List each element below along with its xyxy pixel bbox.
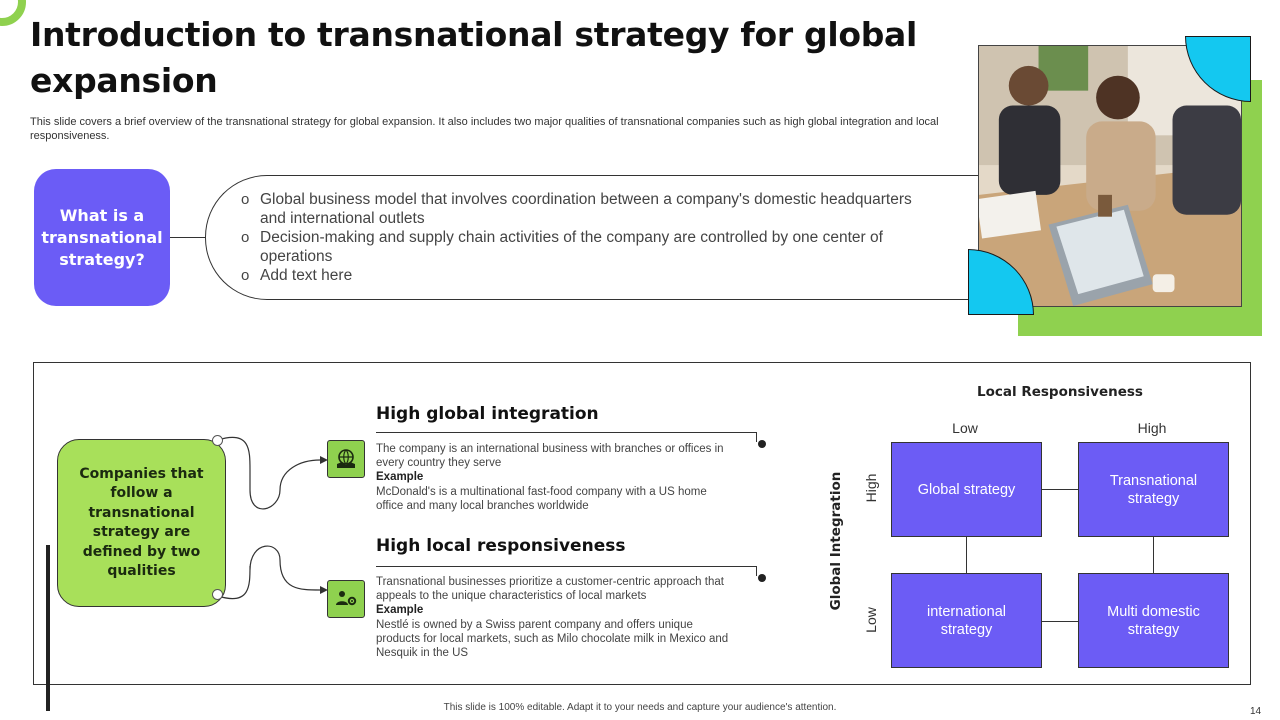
qualities-summary-label: Companies that follow a transnational st… [79,465,204,580]
matrix-cell-transnational: Transnational strategy [1078,442,1229,537]
matrix-cell-multi-domestic: Multi domestic strategy [1078,573,1229,668]
quality-title: High global integration [376,404,599,424]
quality-example-label: Example [376,604,424,617]
matrix-cell-label: Multi domestic strategy [1107,603,1200,638]
quality-divider [376,432,756,433]
slide-title: Introduction to transnational strategy f… [30,15,918,100]
connector-dot [212,435,223,446]
quality-example: Nestlé is owned by a Swiss parent compan… [376,618,729,660]
global-handshake-icon-box [327,440,365,478]
quality-divider [376,566,756,567]
quality-divider-tick [756,566,757,576]
what-is-connector [170,237,206,238]
matrix-y-low-label: Low [863,607,879,633]
matrix-cell-label: Transnational strategy [1109,472,1198,507]
matrix-cell-label: international strategy [927,603,1006,638]
matrix-cell-global: Global strategy [891,442,1042,537]
matrix-x-title: Local Responsiveness [977,384,1143,400]
definition-bullet: Add text here [240,266,940,285]
quality-description: Transnational businesses prioritize a cu… [376,576,724,603]
global-handshake-icon [337,449,355,468]
definition-list: Global business model that involves coor… [240,190,940,285]
slide-subtitle: This slide covers a brief overview of th… [30,116,939,142]
quality-divider-tick [756,432,757,442]
qualities-connector [217,436,328,600]
matrix-connector [1153,536,1154,573]
matrix-connector [1041,489,1078,490]
matrix-connector [966,536,967,573]
what-is-label: What is a transnational strategy? [41,205,163,269]
matrix-x-low-label: Low [952,420,978,436]
connector-dot [212,589,223,600]
definition-bullet: Decision-making and supply chain activit… [240,228,940,266]
matrix-connector [1041,621,1078,622]
quality-description-block: Transnational businesses prioritize a cu… [376,575,736,660]
qualities-panel [33,362,1251,685]
matrix-y-title: Global Integration [828,471,844,611]
slide-footer: This slide is 100% editable. Adapt it to… [443,702,837,713]
quality-example: McDonald's is a multinational fast-food … [376,485,707,512]
quality-example-label: Example [376,471,424,484]
matrix-y-high-label: High [863,473,879,503]
team-meeting-photo [978,45,1242,307]
meeting-photo-illustration [979,46,1241,306]
definition-bubble [205,175,1035,300]
matrix-x-high-label: High [1137,420,1167,436]
corner-arc-decoration [0,0,26,26]
quality-description-block: The company is an international business… [376,442,736,513]
people-gear-icon-box [327,580,365,618]
matrix-cell-international: international strategy [891,573,1042,668]
quality-divider-end [758,440,766,448]
page-number: 14 [1250,706,1262,717]
what-is-box: What is a transnational strategy? [34,169,170,306]
definition-bullet: Global business model that involves coor… [240,190,940,228]
quality-description: The company is an international business… [376,443,724,470]
matrix-cell-label: Global strategy [917,481,1016,498]
quality-divider-end [758,574,766,582]
quality-title: High local responsiveness [376,536,626,556]
people-gear-icon [336,591,357,606]
vertical-accent-bar [46,545,50,711]
qualities-summary-box: Companies that follow a transnational st… [57,439,226,607]
